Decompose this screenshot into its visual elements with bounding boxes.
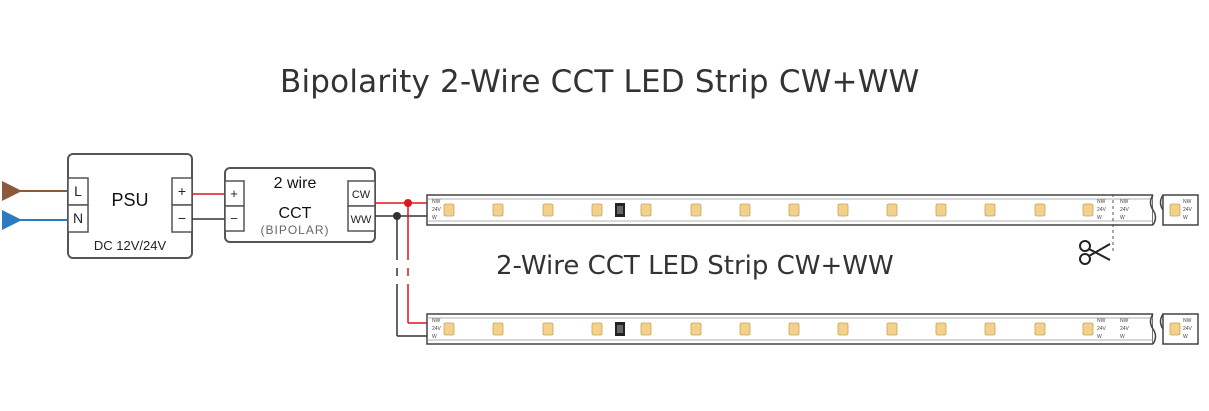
scissors-icon: [1079, 240, 1111, 265]
led-chip: [492, 203, 504, 217]
pad-label: W: [1183, 334, 1188, 340]
controller-in-minus: −: [230, 211, 238, 226]
pad-label: W: [1097, 215, 1102, 221]
pad-label: W: [1120, 215, 1125, 221]
controller-in-plus: +: [230, 186, 238, 201]
strip-end: [1162, 313, 1199, 345]
controller-line1: 2 wire: [274, 175, 317, 192]
led-chip: [640, 322, 652, 336]
resistor-mark: [617, 325, 623, 333]
led-chip: [1082, 322, 1094, 336]
cw-drop-wire: [407, 203, 427, 324]
pad-label: 24V: [432, 326, 442, 332]
pad-label: 24V: [1097, 207, 1107, 213]
pad-label: NW: [432, 318, 441, 324]
led-chip: [837, 322, 849, 336]
controller-line2: CCT: [279, 205, 312, 222]
psu-out-plus: +: [178, 183, 186, 199]
led-chip: [1169, 203, 1181, 217]
controller-out-cw: CW: [352, 189, 371, 201]
led-chip: [739, 322, 751, 336]
controller-terminal-minus: [224, 205, 245, 232]
pad-label: NW: [432, 199, 441, 205]
pad-label: NW: [1097, 199, 1106, 205]
pad-label: 24V: [1120, 326, 1130, 332]
pad-label: NW: [1183, 199, 1192, 205]
led-chip: [1169, 322, 1181, 336]
led-chip: [935, 203, 947, 217]
pad-label: 24V: [1183, 207, 1193, 213]
break-line: [1149, 313, 1157, 345]
pad-label: W: [1120, 334, 1125, 340]
led-chip: [542, 203, 554, 217]
led-chip: [443, 203, 455, 217]
led-chip: [739, 203, 751, 217]
controller-terminal-cw: [347, 180, 376, 207]
diagram-title: Bipolarity 2-Wire CCT LED Strip CW+WW: [280, 64, 920, 100]
psu-out-minus: −: [178, 210, 186, 226]
pad-label: NW: [1097, 318, 1106, 324]
controller-out-ww: WW: [351, 214, 372, 226]
psu-label: PSU: [111, 190, 148, 210]
psu-terminal-n: [67, 204, 89, 233]
pad-label: 24V: [1183, 326, 1193, 332]
pad-label: 24V: [1120, 207, 1130, 213]
psu-rating: DC 12V/24V: [94, 238, 167, 253]
break-line: [1149, 194, 1157, 226]
pad-label: W: [432, 334, 437, 340]
strip-caption: 2-Wire CCT LED Strip CW+WW: [496, 251, 894, 281]
led-chip: [492, 322, 504, 336]
pad-label: NW: [1120, 318, 1129, 324]
pad-label: W: [432, 215, 437, 221]
ww-drop-wire: [396, 216, 427, 337]
led-chip: [788, 322, 800, 336]
pad-label: NW: [1183, 318, 1192, 324]
led-chip: [542, 322, 554, 336]
pad-label: W: [1097, 334, 1102, 340]
pad-label: 24V: [432, 207, 442, 213]
resistor-mark: [617, 206, 623, 214]
psu-input-n: N: [73, 210, 83, 226]
led-chip: [1034, 203, 1046, 217]
led-chip: [837, 203, 849, 217]
led-strip-top: NW 24V W NW 24V W NW 24V W NW 24V W: [426, 194, 1199, 226]
strip-break-gap: [1153, 313, 1163, 345]
controller-line3: (BIPOLAR): [260, 223, 329, 237]
controller-terminal-ww: [347, 205, 376, 232]
led-chip: [935, 322, 947, 336]
led-chip: [690, 203, 702, 217]
led-chip: [690, 322, 702, 336]
led-chip: [788, 203, 800, 217]
led-strip-bottom: NW 24V W NW 24V W NW 24V W NW 24V W: [426, 313, 1199, 345]
led-chip: [886, 322, 898, 336]
led-chip: [886, 203, 898, 217]
led-chip: [984, 203, 996, 217]
led-chip: [984, 322, 996, 336]
pad-label: NW: [1120, 199, 1129, 205]
led-chip: [1082, 203, 1094, 217]
psu-input-l: L: [74, 183, 82, 199]
led-chip: [1034, 322, 1046, 336]
led-chip: [591, 322, 603, 336]
strip-break-gap: [1153, 194, 1163, 226]
led-chip: [443, 322, 455, 336]
led-chip: [591, 203, 603, 217]
pad-label: W: [1183, 215, 1188, 221]
strip-end: [1162, 194, 1199, 226]
led-chip: [640, 203, 652, 217]
pad-label: 24V: [1097, 326, 1107, 332]
